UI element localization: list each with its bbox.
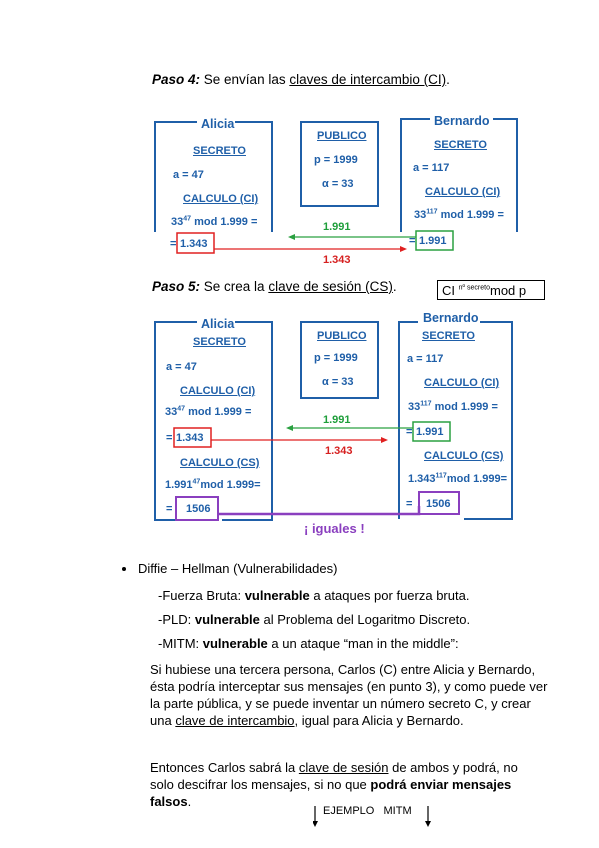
alicia2-cs-expr: 1.99147mod 1.999= xyxy=(165,478,261,491)
publico-alpha: α = 33 xyxy=(322,178,354,190)
diagram-ci-lines xyxy=(154,118,518,254)
paso5-end: . xyxy=(392,279,397,294)
bernardo2-cs-eq: = xyxy=(406,498,413,510)
alicia-a: a = 47 xyxy=(173,169,204,181)
iguales-label: ¡ iguales ! xyxy=(304,521,365,536)
paso4-link: claves de intercambio (CI) xyxy=(289,72,447,87)
publico-title: PUBLICO xyxy=(317,130,367,142)
bernardo-a: a = 117 xyxy=(413,162,450,174)
alicia2-title: Alicia xyxy=(201,317,235,331)
alicia2-cs-eq: = xyxy=(166,503,173,515)
bernardo-calculo: CALCULO (CI) xyxy=(425,186,501,198)
bernardo2-secreto: SECRETO xyxy=(422,330,475,342)
bernardo2-expr: 33117 mod 1.999 = xyxy=(408,400,498,413)
diagram-ci: Alicia SECRETO a = 47 CALCULO (CI) 3347 … xyxy=(0,110,599,270)
alicia2-secreto: SECRETO xyxy=(193,336,246,348)
ejemplo-label: EJEMPLO MITM xyxy=(323,805,412,817)
red-value: 1.343 xyxy=(323,254,351,266)
bernardo2-calculo: CALCULO (CI) xyxy=(424,377,500,389)
bernardo2-result: 1.991 xyxy=(416,426,444,438)
para-carlos: Si hubiese una tercera persona, Carlos (… xyxy=(150,662,548,728)
green-value: 1.991 xyxy=(323,221,351,233)
alicia2-a: a = 47 xyxy=(166,361,197,373)
alicia2-expr: 3347 mod 1.999 = xyxy=(165,405,252,418)
bernardo2-cs-result: 1506 xyxy=(426,498,451,510)
bernardo2-eq: = xyxy=(406,426,413,438)
paso5-link: clave de sesión (CS) xyxy=(268,279,393,294)
ejemplo-mitm: EJEMPLO MITM xyxy=(313,805,433,829)
down-arrow-icon xyxy=(313,806,431,827)
alicia-expr: 3347 mod 1.999 = xyxy=(171,215,258,228)
alicia2-result: 1.343 xyxy=(176,432,204,444)
alicia2-eq: = xyxy=(166,432,173,444)
alicia-eq: = xyxy=(170,238,177,250)
bernardo-expr: 33117 mod 1.999 = xyxy=(414,208,504,221)
bernardo2-a: a = 117 xyxy=(407,353,444,365)
bullet-title: Diffie – Hellman (Vulnerabilidades) xyxy=(138,561,338,576)
paso5-text: Se crea la xyxy=(200,279,269,294)
paso5-heading: Paso 5: Se crea la clave de sesión (CS). xyxy=(152,279,397,294)
publico2-title: PUBLICO xyxy=(317,330,367,342)
alicia2-cs-result: 1506 xyxy=(186,503,211,515)
publico2-alpha: α = 33 xyxy=(322,376,354,388)
item-mitm: -MITM: vulnerable a un ataque “man in th… xyxy=(158,636,459,651)
alicia-secreto: SECRETO xyxy=(193,145,246,157)
bernardo2-cs-expr: 1.343117mod 1.999= xyxy=(408,472,508,485)
bernardo2-title: Bernardo xyxy=(423,311,479,325)
paso4-heading: Paso 4: Se envían las claves de intercam… xyxy=(152,72,450,87)
alicia2-calculo-cs: CALCULO (CS) xyxy=(180,457,260,469)
bernardo-eq: = xyxy=(409,235,416,247)
diagram-cs-lines xyxy=(154,321,513,521)
paso4-end: . xyxy=(446,72,450,87)
bullet-dot xyxy=(122,567,126,571)
bernardo-result: 1.991 xyxy=(419,235,447,247)
item-pld: -PLD: vulnerable al Problema del Logarit… xyxy=(158,612,471,627)
green2-value: 1.991 xyxy=(323,414,351,426)
paso4-text: Se envían las xyxy=(200,72,290,87)
bernardo-title: Bernardo xyxy=(434,114,490,128)
publico-p: p = 1999 xyxy=(314,154,358,166)
formula-box: CI nº secretomod p xyxy=(437,280,545,300)
bernardo2-calculo-cs: CALCULO (CS) xyxy=(424,450,504,462)
alicia2-calculo: CALCULO (CI) xyxy=(180,385,256,397)
diagram-cs: Alicia SECRETO a = 47 CALCULO (CI) 3347 … xyxy=(0,306,599,542)
red2-value: 1.343 xyxy=(325,445,353,457)
para-entonces: Entonces Carlos sabrá la clave de sesión… xyxy=(150,760,518,809)
paso5-label: Paso 5: xyxy=(152,279,201,294)
item-fuerza: -Fuerza Bruta: vulnerable a ataques por … xyxy=(158,588,470,603)
alicia-result: 1.343 xyxy=(180,238,208,250)
paso4-label: Paso 4: xyxy=(152,72,201,87)
alicia-calculo: CALCULO (CI) xyxy=(183,193,259,205)
alicia-title: Alicia xyxy=(201,117,235,131)
bernardo-secreto: SECRETO xyxy=(434,139,487,151)
publico2-p: p = 1999 xyxy=(314,352,358,364)
